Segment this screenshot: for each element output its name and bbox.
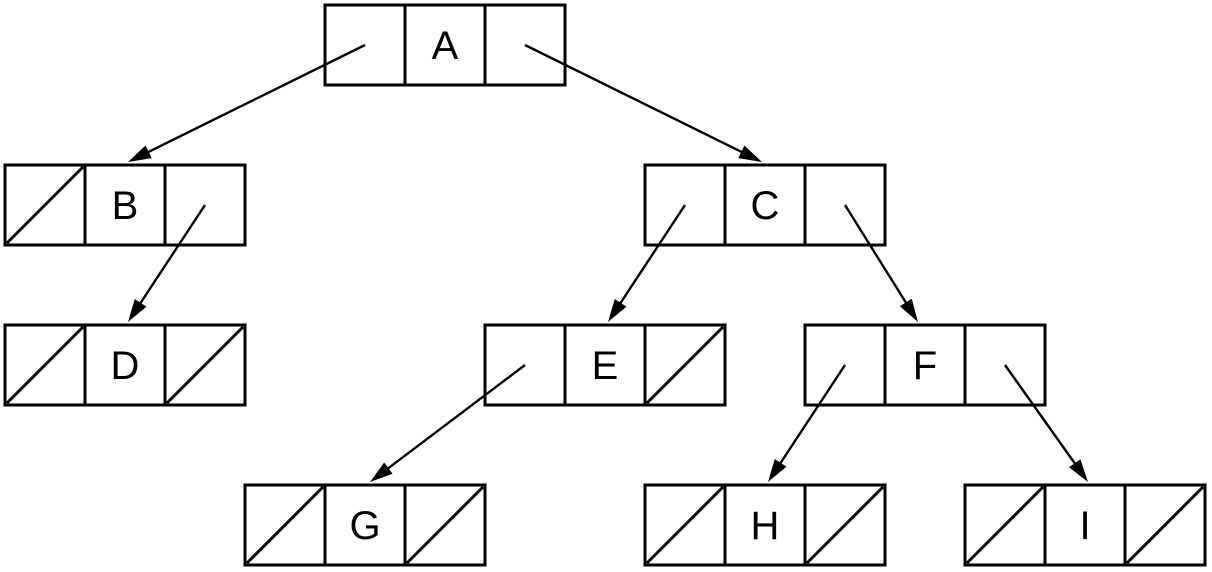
null-pointer-slash — [5, 165, 85, 245]
tree-node-I: I — [963, 483, 1207, 567]
edge-line — [774, 364, 847, 472]
edge-F-left-to-H — [768, 364, 847, 482]
right-pointer-cell — [963, 323, 1047, 407]
arrowhead-icon — [128, 145, 152, 162]
null-pointer-slash — [965, 485, 1045, 565]
null-pointer-slash — [645, 485, 725, 565]
node-label: G — [349, 504, 380, 548]
tree-node-D: D — [3, 323, 247, 407]
right-pointer-cell — [643, 323, 727, 407]
edge-A-right-to-C — [524, 43, 762, 162]
right-pointer-cell — [163, 163, 247, 247]
arrowhead-icon — [738, 145, 762, 162]
arrowhead-icon — [1068, 459, 1088, 482]
edge-C-left-to-E — [608, 204, 687, 322]
tree-node-F: F — [803, 323, 1047, 407]
null-pointer-slash — [645, 325, 725, 405]
right-pointer-cell — [803, 163, 887, 247]
edge-F-right-to-I — [1004, 364, 1088, 482]
node-label: I — [1079, 504, 1090, 548]
node-label: A — [432, 24, 459, 68]
right-pointer-cell — [803, 483, 887, 567]
arrowhead-icon — [608, 298, 627, 322]
left-pointer-cell — [643, 163, 727, 247]
null-pointer-slash — [405, 485, 485, 565]
node-label: C — [751, 184, 780, 228]
edge-line — [524, 43, 751, 157]
edge-A-left-to-B — [128, 43, 366, 162]
null-pointer-slash — [165, 325, 245, 405]
tree-node-C: C — [643, 163, 887, 247]
arrowhead-icon — [899, 298, 918, 322]
edge-C-right-to-F — [843, 204, 918, 322]
node-label: E — [592, 344, 619, 388]
null-pointer-slash — [245, 485, 325, 565]
edge-line — [1004, 364, 1081, 472]
edge-line — [139, 43, 366, 157]
right-pointer-cell — [163, 323, 247, 407]
edge-line — [614, 204, 687, 312]
tree-node-A: A — [323, 3, 567, 87]
left-pointer-cell — [803, 323, 887, 407]
left-pointer-cell — [323, 3, 407, 87]
tree-node-H: H — [643, 483, 887, 567]
tree-node-B: B — [3, 163, 247, 247]
node-label: H — [751, 504, 780, 548]
arrowhead-icon — [370, 462, 393, 482]
right-pointer-cell — [403, 483, 487, 567]
node-label: B — [112, 184, 139, 228]
edge-line — [843, 204, 912, 311]
node-label: F — [913, 344, 937, 388]
null-pointer-slash — [5, 325, 85, 405]
right-pointer-cell — [1123, 483, 1207, 567]
arrowhead-icon — [768, 458, 787, 482]
tree-node-G: G — [243, 483, 487, 567]
tree-node-E: E — [483, 323, 727, 407]
arrowhead-icon — [128, 298, 147, 322]
edge-E-left-to-G — [370, 364, 526, 482]
edge-line — [134, 204, 207, 312]
node-label: D — [111, 344, 140, 388]
edge-line — [380, 364, 526, 475]
null-pointer-slash — [1125, 485, 1205, 565]
null-pointer-slash — [805, 485, 885, 565]
left-pointer-cell — [483, 323, 567, 407]
right-pointer-cell — [483, 3, 567, 87]
edge-B-right-to-D — [128, 204, 207, 322]
